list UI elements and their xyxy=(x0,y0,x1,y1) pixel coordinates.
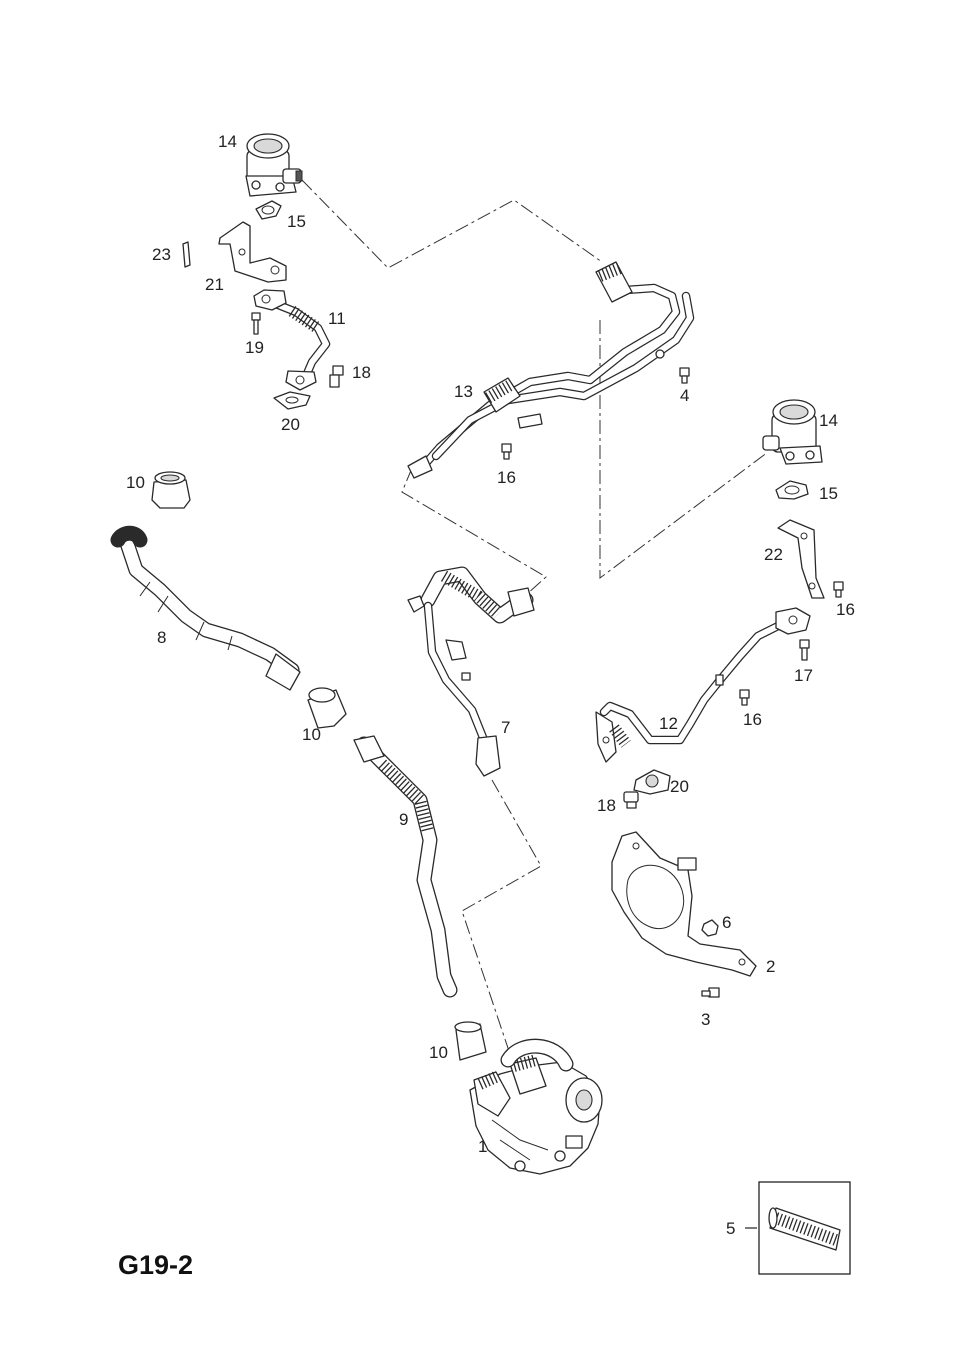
gasket-20-lower xyxy=(633,769,671,795)
hose-9 xyxy=(353,735,458,998)
egr-pipe-right xyxy=(595,607,811,763)
bolt-17 xyxy=(799,639,810,661)
callout-1: 1 xyxy=(478,1137,487,1156)
callout-16-a: 16 xyxy=(497,468,516,487)
egr-valve-upper xyxy=(245,133,303,197)
egr-pipe-upper xyxy=(253,289,331,391)
egr-valve-right xyxy=(762,399,823,465)
callout-4: 4 xyxy=(680,386,689,405)
callout-10-bottom: 10 xyxy=(429,1043,448,1062)
inset-box-5 xyxy=(745,1181,851,1275)
callout-9: 9 xyxy=(399,810,408,829)
callout-23: 23 xyxy=(152,245,171,264)
cap-10-mid xyxy=(307,687,347,729)
heat-shield-bracket xyxy=(611,831,757,977)
bolt-16-mid xyxy=(739,689,750,706)
callout-10-top: 10 xyxy=(126,473,145,492)
callout-8: 8 xyxy=(157,628,166,647)
callout-10-mid: 10 xyxy=(302,725,321,744)
callout-15-top: 15 xyxy=(287,212,306,231)
callout-20-lower: 20 xyxy=(670,777,689,796)
bolt-3 xyxy=(701,987,720,998)
bracket-right xyxy=(777,519,825,599)
bolt-16-right xyxy=(833,581,844,598)
diagram-code: G19-2 xyxy=(118,1250,193,1280)
callout-6: 6 xyxy=(722,913,731,932)
callout-14-top: 14 xyxy=(218,132,237,151)
gasket-20-upper xyxy=(273,391,311,410)
leader-lines xyxy=(301,179,769,1073)
key-pin xyxy=(182,241,191,268)
callout-16-b: 16 xyxy=(836,600,855,619)
pump-housing xyxy=(469,1038,603,1175)
nut-6 xyxy=(701,919,719,937)
cap-10-top xyxy=(151,471,191,509)
bracket-upper xyxy=(218,221,287,283)
callout-13: 13 xyxy=(454,382,473,401)
gasket-right xyxy=(775,480,809,500)
callout-11: 11 xyxy=(328,309,346,328)
bolt-16-upper xyxy=(501,443,512,460)
callout-18-lower: 18 xyxy=(597,796,616,815)
cap-10-bottom xyxy=(454,1021,487,1061)
callout-21: 21 xyxy=(205,275,224,294)
callout-19: 19 xyxy=(245,338,264,357)
callout-22: 22 xyxy=(764,545,783,564)
callout-7: 7 xyxy=(501,718,510,737)
bolt-18-lower xyxy=(623,791,639,809)
callout-18-top: 18 xyxy=(352,363,371,382)
callout-17: 17 xyxy=(794,666,813,685)
small-screw-7 xyxy=(461,672,471,681)
callout-15-right: 15 xyxy=(819,484,838,503)
callout-5: 5 xyxy=(726,1219,735,1238)
hose-8 xyxy=(110,525,301,691)
hose-7 xyxy=(407,566,535,777)
bolt-4 xyxy=(679,367,690,384)
gasket-upper xyxy=(255,200,282,220)
callout-14-right: 14 xyxy=(819,411,838,430)
callout-20-top: 20 xyxy=(281,415,300,434)
callout-3: 3 xyxy=(701,1010,710,1029)
coolant-pipe-assembly xyxy=(407,261,695,479)
callout-12: 12 xyxy=(659,714,678,733)
callout-2: 2 xyxy=(766,957,775,976)
callout-16-c: 16 xyxy=(743,710,762,729)
bolt-19 xyxy=(251,312,261,335)
bolt-18-upper xyxy=(329,365,344,388)
callout-labels: 14 15 23 21 11 19 18 20 13 4 16 14 15 22… xyxy=(126,132,855,1238)
